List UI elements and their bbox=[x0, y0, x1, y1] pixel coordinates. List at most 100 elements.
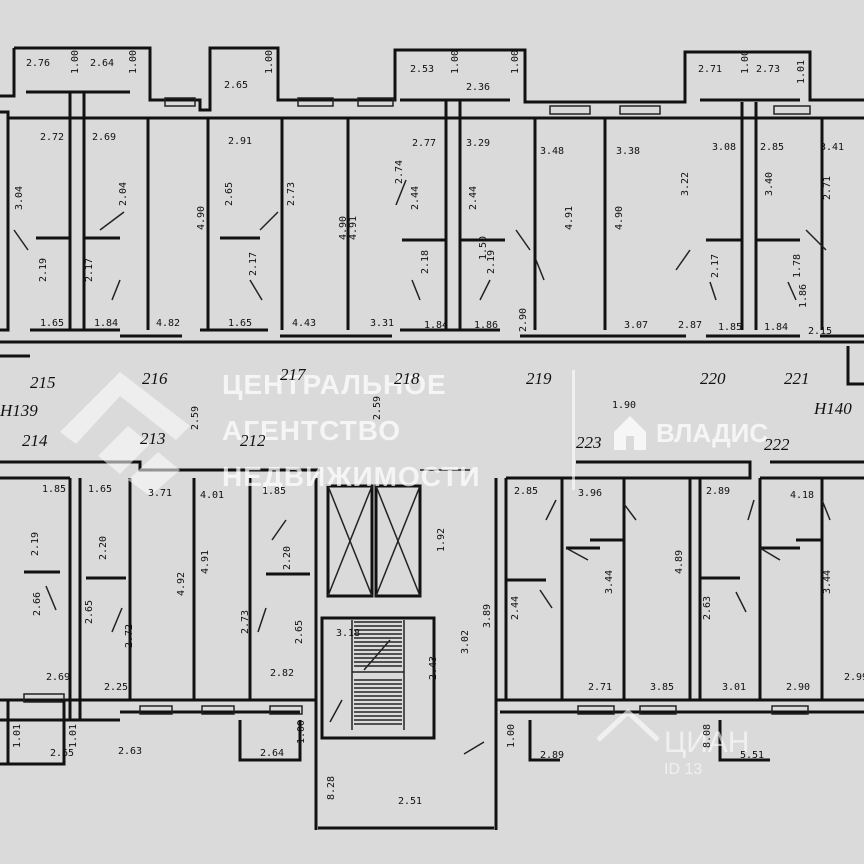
dimension-label: 2.59 bbox=[372, 396, 383, 420]
dimension-label: 5.51 bbox=[740, 750, 764, 761]
dimension-label: 3.96 bbox=[578, 488, 602, 499]
dimension-label: 3.44 bbox=[822, 570, 833, 594]
dimension-label: 2.69 bbox=[92, 132, 116, 143]
dimension-label: 1.00 bbox=[450, 50, 461, 74]
house-icon bbox=[614, 416, 646, 450]
dimension-label: 4.18 bbox=[790, 490, 814, 501]
apt-213: 213 bbox=[140, 429, 166, 448]
watermark-line2: АГЕНТСТВО bbox=[222, 415, 401, 446]
dimension-label: 1.65 bbox=[88, 484, 112, 495]
dimension-label: 2.64 bbox=[260, 748, 284, 759]
dimension-label: 1.86 bbox=[798, 284, 809, 308]
dimension-label: 2.76 bbox=[26, 58, 50, 69]
dimension-label: 4.01 bbox=[200, 490, 224, 501]
apt-217: 217 bbox=[280, 365, 307, 384]
dimension-label: 2.63 bbox=[118, 746, 142, 757]
dimension-label: 1.85 bbox=[262, 486, 286, 497]
watermark-cian: ЦИАН bbox=[664, 726, 749, 759]
dimension-label: 2.36 bbox=[466, 82, 490, 93]
dimension-label: 1.00 bbox=[128, 50, 139, 74]
dimension-label: 2.72 bbox=[40, 132, 64, 143]
dimension-label: 1.84 bbox=[424, 320, 448, 331]
dimension-label: 2.19 bbox=[38, 258, 49, 282]
dimension-label: 2.25 bbox=[104, 682, 128, 693]
dimension-label: 3.29 bbox=[466, 138, 490, 149]
top-block-walls bbox=[0, 46, 864, 358]
bottom-door-swings bbox=[45, 499, 831, 633]
dimension-label: 2.44 bbox=[510, 596, 521, 620]
dimension-label: 4.90 bbox=[338, 216, 349, 240]
dimension-label: 2.04 bbox=[118, 182, 129, 206]
dimension-label: 2.64 bbox=[90, 58, 114, 69]
dimension-label: 2.73 bbox=[756, 64, 780, 75]
dimension-label: 2.85 bbox=[514, 486, 538, 497]
dimension-label: 4.89 bbox=[674, 550, 685, 574]
dimension-label: 2.65 bbox=[84, 600, 95, 624]
dimension-label: 2.72 bbox=[124, 624, 135, 648]
dimension-label: 1.90 bbox=[612, 400, 636, 411]
dimension-label: 2.82 bbox=[270, 668, 294, 679]
apt-216: 216 bbox=[142, 369, 168, 388]
dimension-label: 2.65 bbox=[224, 182, 235, 206]
dimension-label: 4.43 bbox=[292, 318, 316, 329]
dimension-label: 2.44 bbox=[468, 186, 479, 210]
dimension-label: 3.38 bbox=[616, 146, 640, 157]
dimension-label: 1.00 bbox=[510, 50, 521, 74]
apt-214: 214 bbox=[22, 431, 48, 450]
dimension-label: 2.19 bbox=[30, 532, 41, 556]
watermark-logo-icon bbox=[60, 372, 190, 496]
dimension-label: 4.91 bbox=[200, 550, 211, 574]
dimension-label: 2.91 bbox=[228, 136, 252, 147]
dimension-label: 1.92 bbox=[436, 528, 447, 552]
cian-logo-icon bbox=[596, 708, 660, 742]
dimension-label: 2.90 bbox=[518, 308, 529, 332]
watermark-cian-id: ID 13 bbox=[664, 761, 702, 778]
dimension-label: 3.04 bbox=[14, 186, 25, 210]
dimension-label: 4.91 bbox=[564, 206, 575, 230]
dimension-label: 3.44 bbox=[604, 570, 615, 594]
dimension-label: 2.65 bbox=[224, 80, 248, 91]
dimension-label: 1.86 bbox=[474, 320, 498, 331]
watermark-line1: ЦЕНТРАЛЬНОЕ bbox=[222, 369, 447, 400]
dimension-label: 4.92 bbox=[176, 572, 187, 596]
dimension-label: 2.90 bbox=[786, 682, 810, 693]
bottom-windows bbox=[23, 693, 809, 715]
dimension-label: 3.02 bbox=[460, 630, 471, 654]
apartment-numbers: 215 216 217 218 219 220 221 H139 H140 21… bbox=[0, 365, 852, 454]
dimension-label: 2.87 bbox=[678, 320, 702, 331]
dimension-label: 2.17 bbox=[84, 258, 95, 282]
apt-215: 215 bbox=[30, 373, 56, 392]
apt-220: 220 bbox=[700, 369, 726, 388]
dimension-label: 2.69 bbox=[46, 672, 70, 683]
dimension-label: 2.65 bbox=[50, 748, 74, 759]
watermark-brand: ВЛАДИС bbox=[656, 418, 768, 448]
dimension-label: 2.85 bbox=[760, 142, 784, 153]
dimension-label: 3.41 bbox=[820, 142, 844, 153]
apt-219: 219 bbox=[526, 369, 552, 388]
dimension-label: 1.00 bbox=[296, 720, 307, 744]
dimension-label: 2.65 bbox=[294, 620, 305, 644]
dimension-label: 2.71 bbox=[822, 176, 833, 200]
dimension-label: 2.66 bbox=[32, 592, 43, 616]
dimension-label: 2.89 bbox=[540, 750, 564, 761]
apt-222: 222 bbox=[764, 435, 790, 454]
dimension-label: 8.28 bbox=[326, 776, 337, 800]
dimension-label: 1.01 bbox=[68, 724, 79, 748]
dimension-label: 1.85 bbox=[718, 322, 742, 333]
label-h140: H140 bbox=[813, 399, 852, 418]
dimension-label: 2.18 bbox=[420, 250, 431, 274]
dimension-label: 1.00 bbox=[506, 724, 517, 748]
dimension-label: 2.77 bbox=[412, 138, 436, 149]
dimension-label: 1.01 bbox=[796, 60, 807, 84]
dimension-label: 2.73 bbox=[286, 182, 297, 206]
dimension-label: 2.59 bbox=[190, 406, 201, 430]
dimension-label: 2.71 bbox=[588, 682, 612, 693]
apt-212: 212 bbox=[240, 431, 266, 450]
dimension-label: 3.85 bbox=[650, 682, 674, 693]
dimension-label: 4.90 bbox=[196, 206, 207, 230]
dimension-label: 2.43 bbox=[428, 656, 439, 680]
dimension-label: 3.48 bbox=[540, 146, 564, 157]
dimension-label: 1.65 bbox=[228, 318, 252, 329]
